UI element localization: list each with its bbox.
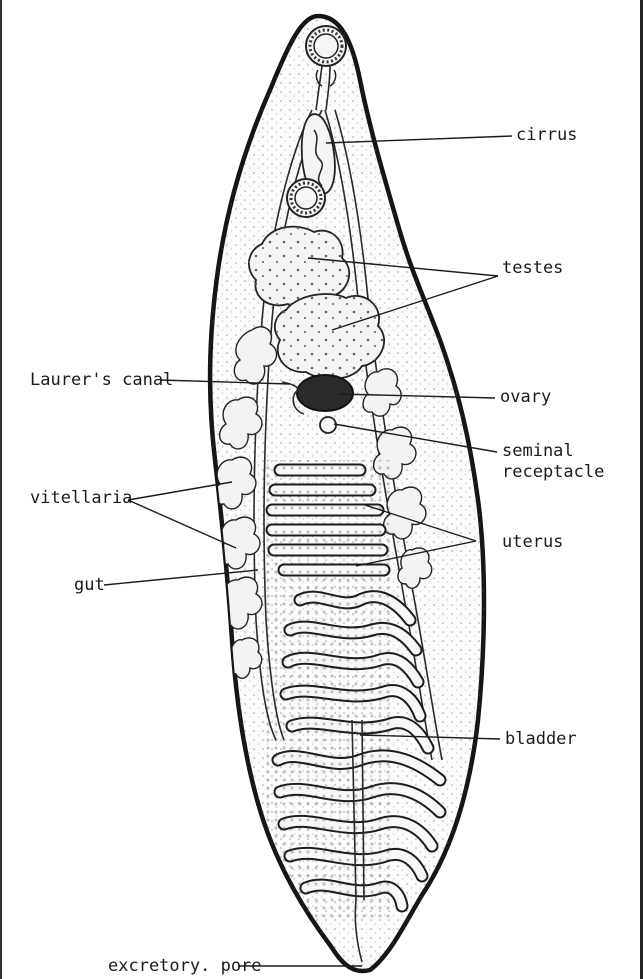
label-vitellaria: vitellaria xyxy=(30,488,132,508)
label-cirrus: cirrus xyxy=(516,125,577,145)
label-bladder: bladder xyxy=(505,729,577,749)
label-uterus: uterus xyxy=(502,532,563,552)
label-ovary: ovary xyxy=(500,387,551,407)
ovary xyxy=(297,375,353,411)
seminal-receptacle xyxy=(320,417,336,433)
label-receptacle: receptacle xyxy=(502,462,604,482)
label-gut: gut xyxy=(74,575,105,595)
label-excretory-pore: excretory. pore xyxy=(108,956,262,976)
ventral-sucker xyxy=(287,179,325,217)
label-seminal: seminal xyxy=(502,441,574,461)
label-laurers-canal: Laurer's canal xyxy=(30,370,173,390)
label-testes: testes xyxy=(502,258,563,278)
